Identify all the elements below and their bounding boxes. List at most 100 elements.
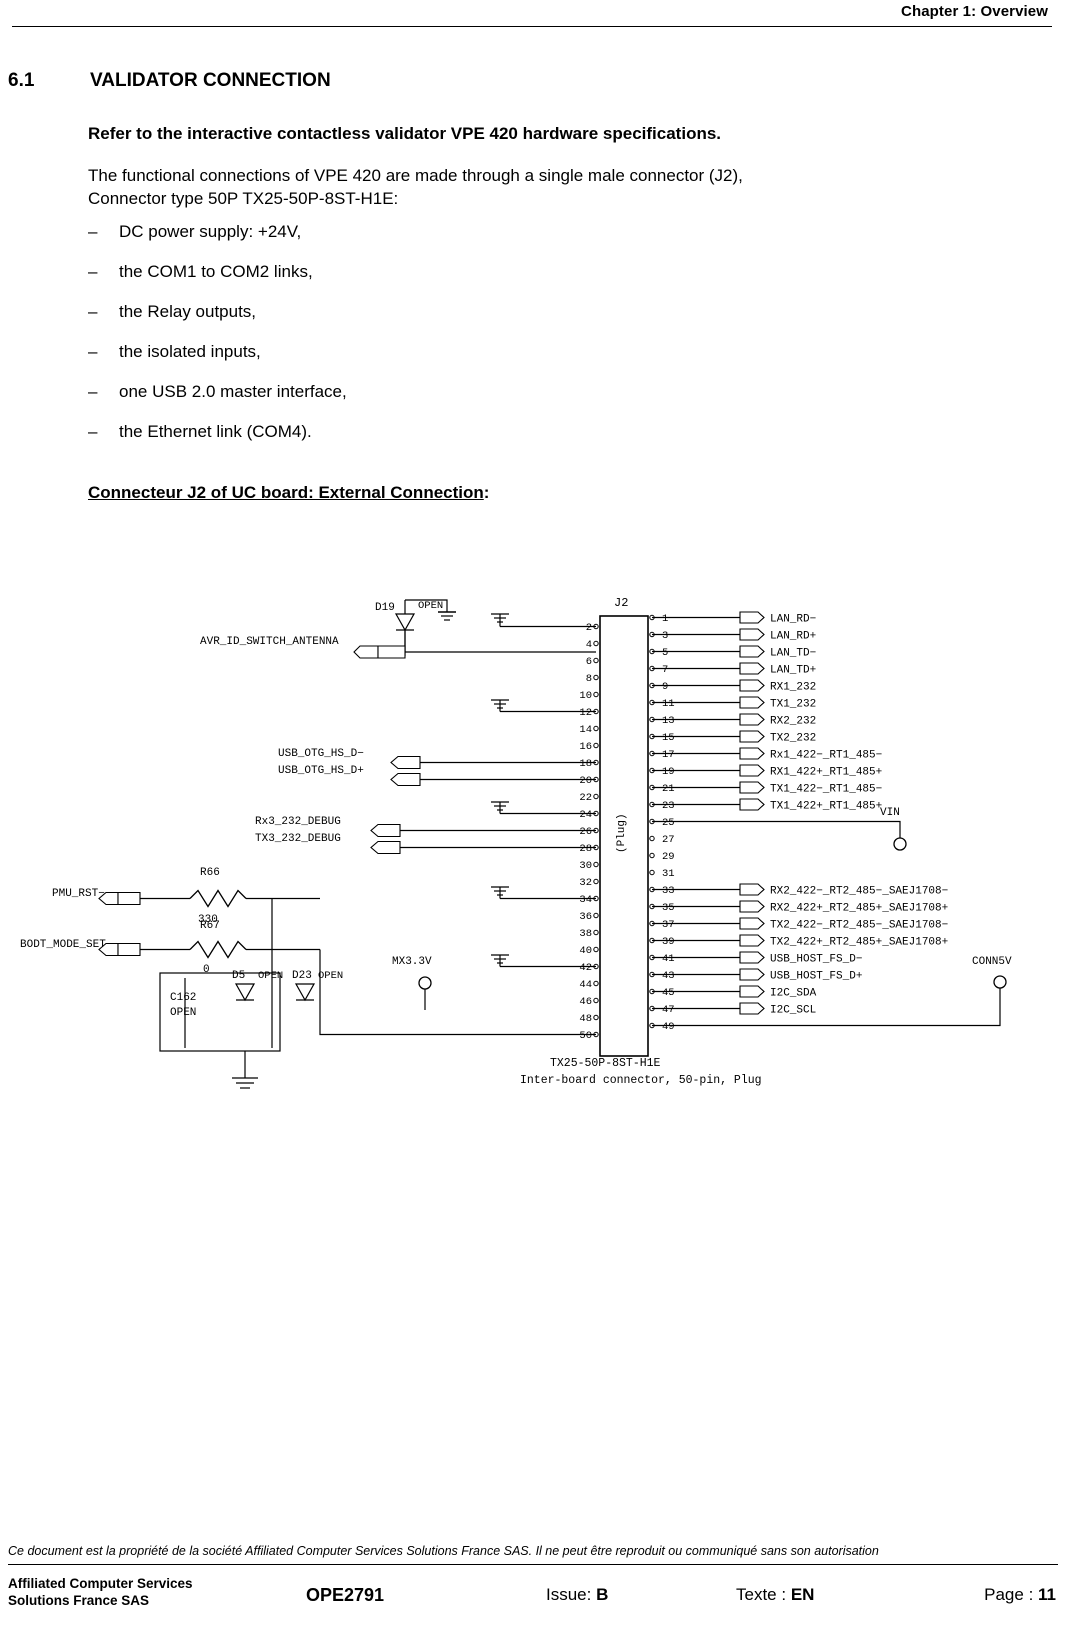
bottom-gnd — [232, 1051, 258, 1089]
svg-text:37: 37 — [662, 919, 675, 931]
net-label-left: PMU_RST− — [52, 888, 105, 900]
right-net-labels: LAN_RD− LAN_RD+ LAN_TD− LAN_TD+ RX1_232 … — [770, 614, 948, 1017]
component-ref-d23: D23 — [292, 970, 312, 982]
part-ref: TX25-50P-8ST-H1E — [550, 1057, 661, 1070]
vin-testpoint: VIN — [652, 807, 907, 851]
net-label: USB_HOST_FS_D+ — [770, 971, 862, 983]
svg-text:14: 14 — [579, 724, 592, 736]
net-label-left: USB_OTG_HS_D+ — [278, 765, 364, 777]
conn5v-label: CONN5V — [972, 956, 1012, 968]
company-line-1: Affiliated Computer Services — [8, 1576, 193, 1591]
bullet-dash: – — [88, 422, 98, 441]
svg-text:3: 3 — [662, 630, 668, 642]
texte-label: Texte : — [736, 1585, 791, 1604]
net-label-left: AVR_ID_SWITCH_ANTENNA — [200, 636, 339, 648]
svg-text:23: 23 — [662, 800, 675, 812]
svg-text:43: 43 — [662, 970, 675, 982]
figure-caption-colon: : — [483, 483, 490, 502]
net-avr-id-switch-antenna: AVR_ID_SWITCH_ANTENNA — [200, 636, 596, 659]
svg-text:38: 38 — [579, 928, 592, 940]
section-heading: 6.1 VALIDATOR CONNECTION — [8, 70, 1008, 92]
component-value-d19: OPEN — [418, 600, 443, 612]
texte-value: EN — [790, 1585, 815, 1604]
svg-text:20: 20 — [579, 775, 592, 787]
even-pin-stubs — [593, 623, 599, 1038]
component-ref-d5: D5 — [232, 970, 245, 982]
net-label: TX1_422−_RT1_485− — [770, 784, 882, 796]
svg-text:4: 4 — [586, 639, 592, 651]
svg-text:12: 12 — [579, 707, 592, 719]
list-item-label: the isolated inputs, — [119, 342, 261, 361]
c162-capacitor: C162 OPEN — [159, 972, 281, 1052]
net-label: RX2_422+_RT2_485+_SAEJ1708+ — [770, 903, 948, 915]
net-bodt-mode-set: BODT_MODE_SET R67 0 — [20, 920, 320, 976]
svg-text:40: 40 — [579, 945, 592, 957]
list-item-label: the Relay outputs, — [119, 302, 257, 321]
net-label: USB_HOST_FS_D− — [770, 954, 862, 966]
net-label: RX1_422+_RT1_485+ — [770, 767, 882, 779]
plug-label: (Plug) — [616, 813, 628, 853]
svg-text:31: 31 — [662, 868, 675, 880]
net-label: TX2_232 — [770, 733, 816, 745]
d23-diode: D23 OPEN — [292, 970, 343, 1002]
component-ref-r67: R67 — [200, 920, 220, 932]
part-desc: Inter-board connector, 50-pin, Plug — [520, 1074, 762, 1087]
list-item-label: DC power supply: +24V, — [119, 222, 302, 241]
svg-text:24: 24 — [579, 809, 592, 821]
bullet-dash: – — [88, 342, 98, 361]
net-label: RX2_422−_RT2_485−_SAEJ1708− — [770, 886, 948, 898]
company-line-2: Solutions France SAS — [8, 1593, 150, 1608]
figure-caption-underlined: Connecteur J2 of UC board: External Conn… — [88, 483, 484, 502]
document-reference: OPE2791 — [306, 1585, 385, 1605]
footer-rule — [8, 1564, 1058, 1565]
net-label: RX2_232 — [770, 716, 816, 728]
footer-bar: Affiliated Computer Services Solutions F… — [8, 1571, 1058, 1623]
svg-text:6: 6 — [586, 656, 592, 668]
svg-text:29: 29 — [662, 851, 675, 863]
section-title: VALIDATOR CONNECTION — [90, 70, 331, 91]
svg-text:42: 42 — [579, 962, 592, 974]
component-value-r67: 0 — [203, 964, 210, 976]
svg-text:46: 46 — [579, 996, 592, 1008]
component-value-c162: OPEN — [170, 1007, 196, 1019]
component-ref-c162: C162 — [170, 992, 196, 1004]
conn5v-testpoint: CONN5V — [652, 956, 1012, 1027]
svg-text:9: 9 — [662, 681, 668, 693]
issue-field: Issue: B — [546, 1585, 608, 1605]
svg-text:7: 7 — [662, 664, 668, 676]
issue-label: Issue: — [546, 1585, 597, 1604]
section-number: 6.1 — [8, 70, 35, 91]
page-footer: Ce document est la propriété de la socié… — [0, 1521, 1066, 1631]
texte-field: Texte : EN — [736, 1585, 814, 1605]
svg-text:8: 8 — [586, 673, 592, 685]
gnd-stubs-left — [491, 613, 596, 968]
net-debug-232: Rx3_232_DEBUG TX3_232_DEBUG — [255, 816, 596, 855]
d19-network: D19 OPEN — [375, 599, 456, 656]
chapter-title: Chapter 1: Overview — [901, 3, 1048, 20]
net-label: LAN_RD− — [770, 614, 816, 626]
intro-line-1: The functional connections of VPE 420 ar… — [88, 166, 743, 185]
list-item-label: the Ethernet link (COM4). — [119, 422, 312, 441]
net-label: LAN_TD− — [770, 648, 816, 660]
net-label: Rx1_422−_RT1_485− — [770, 750, 882, 762]
svg-text:48: 48 — [579, 1013, 592, 1025]
bullet-dash: – — [88, 222, 98, 241]
svg-text:34: 34 — [579, 894, 592, 906]
bullet-dash: – — [88, 262, 98, 281]
svg-text:41: 41 — [662, 953, 675, 965]
intro-line-2: Connector type 50P TX25-50P-8ST-H1E: — [88, 189, 399, 208]
svg-text:32: 32 — [579, 877, 592, 889]
svg-text:13: 13 — [662, 715, 675, 727]
svg-text:47: 47 — [662, 1004, 675, 1016]
header-rule — [12, 26, 1052, 27]
component-ref-d19: D19 — [375, 602, 395, 614]
net-label: RX1_232 — [770, 682, 816, 694]
page-label: Page : — [984, 1585, 1039, 1604]
svg-text:44: 44 — [579, 979, 592, 991]
svg-text:11: 11 — [662, 698, 675, 710]
component-ref-r66: R66 — [200, 867, 220, 879]
net-label-left: BODT_MODE_SET — [20, 939, 106, 951]
